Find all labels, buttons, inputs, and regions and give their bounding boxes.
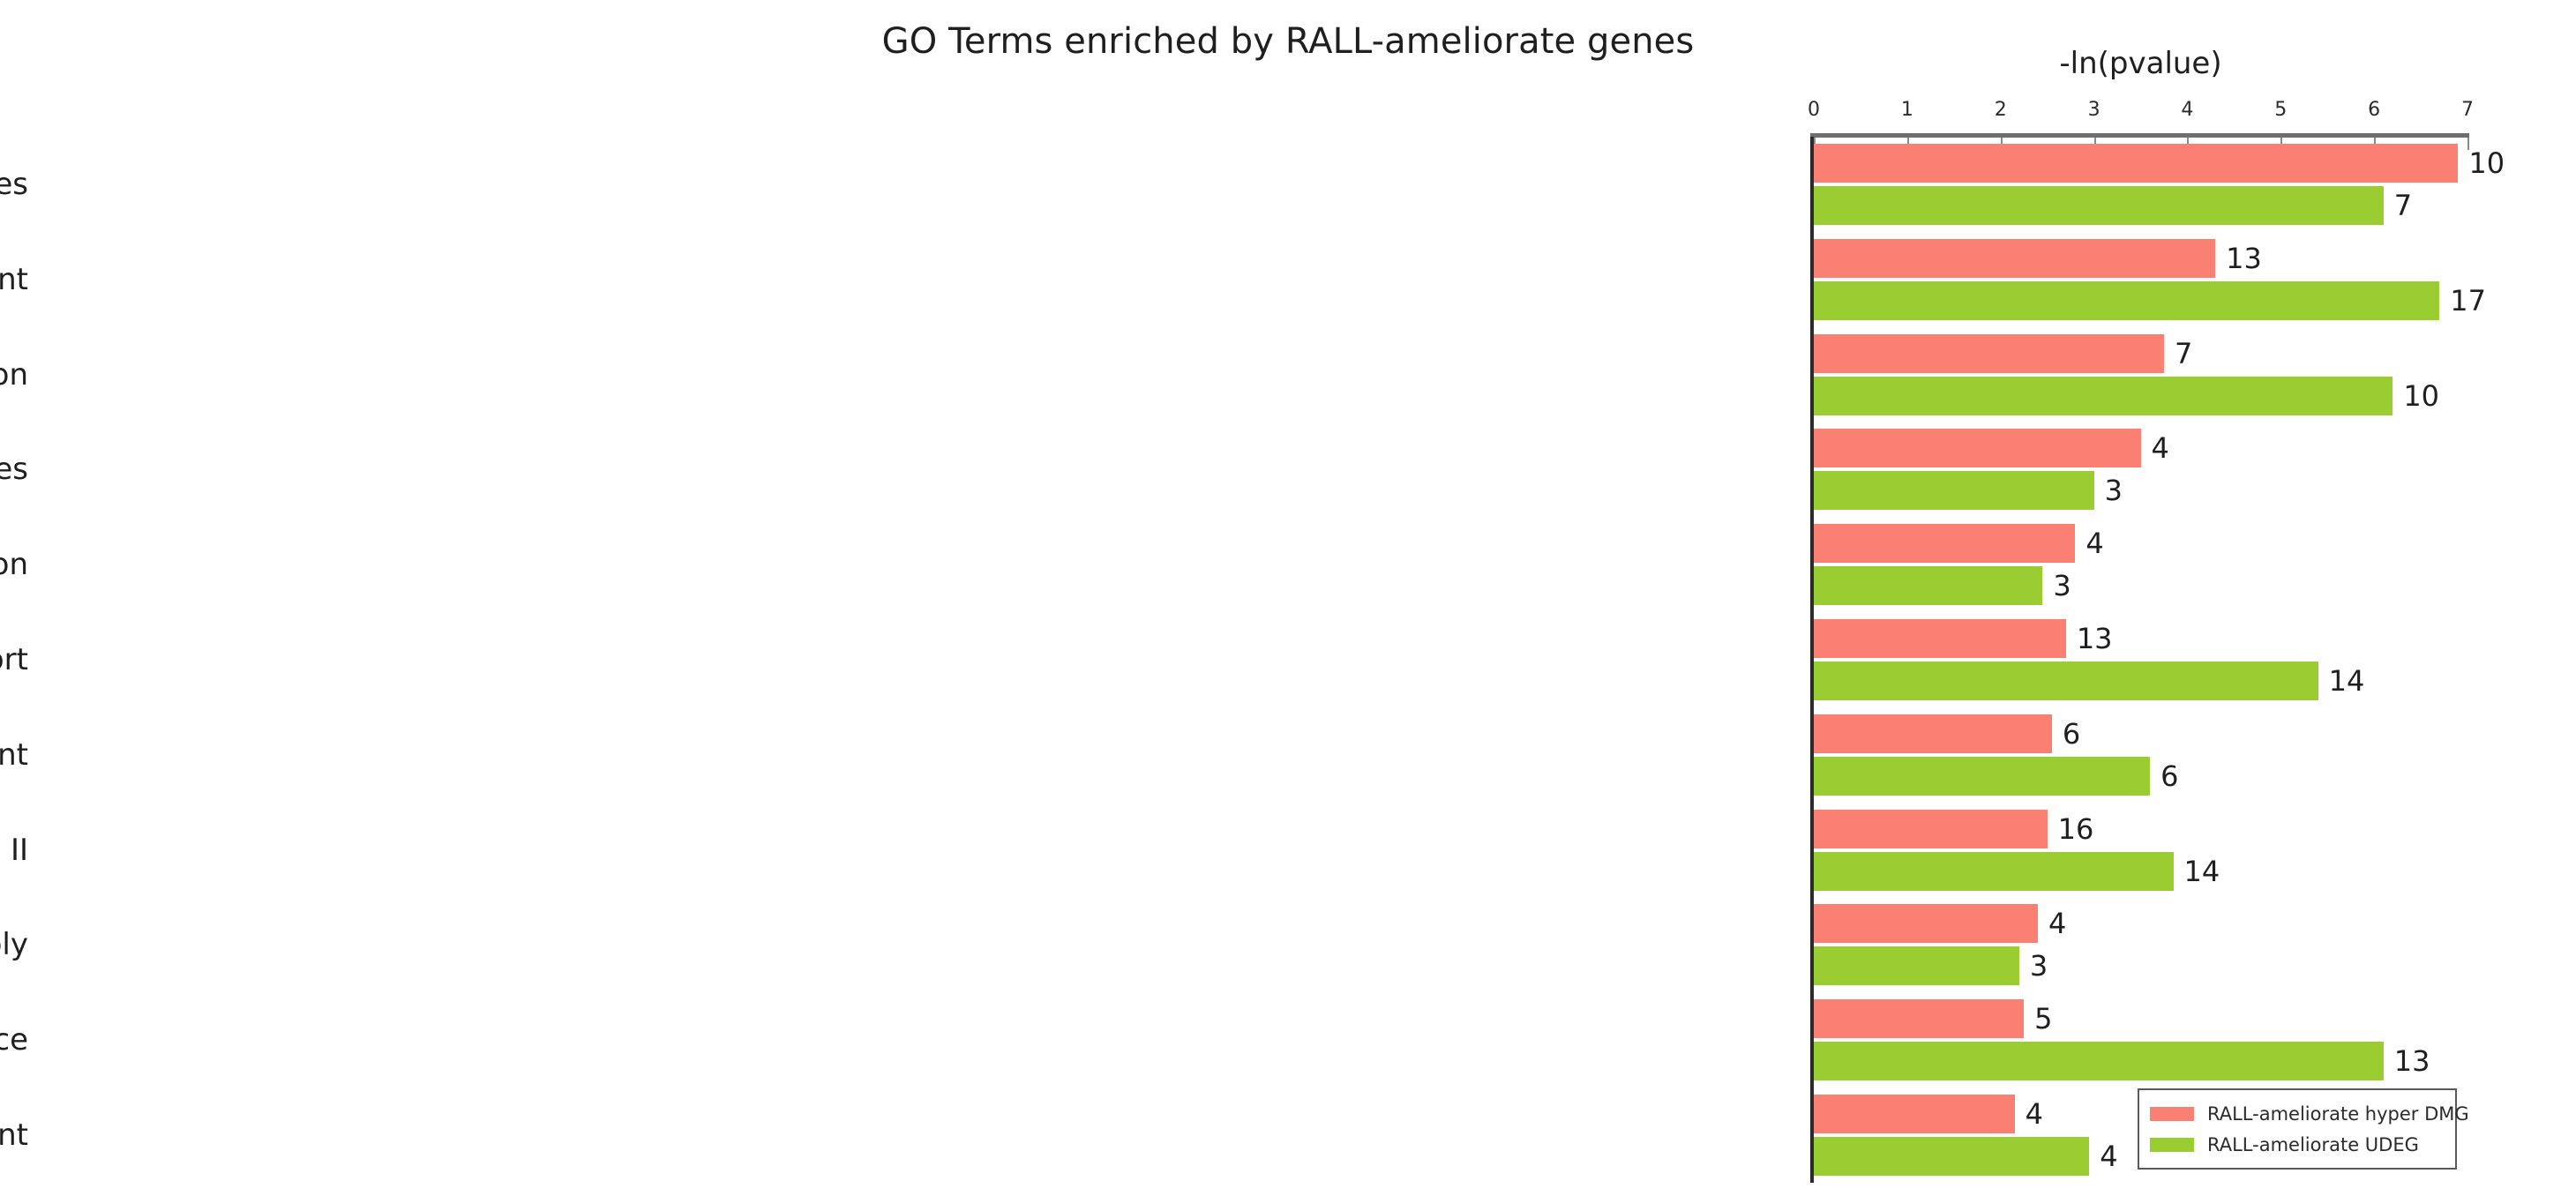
- bar-value-label: 13: [2393, 1044, 2430, 1079]
- y-axis-category-label: GO:0007417-central nervous system develo…: [0, 1118, 28, 1154]
- bar-hyper-dmg: [1814, 238, 2216, 278]
- bar-value-label: 4: [2025, 1097, 2043, 1132]
- bar-hyper-dmg: [1814, 429, 2141, 468]
- y-axis-category-label: GO:0007399-nervous system development: [0, 261, 28, 297]
- bar-value-label: 4: [2086, 527, 2104, 561]
- legend-swatch-udeg: [2150, 1137, 2194, 1152]
- legend-label-hyper-dmg: RALL-ameliorate hyper DMG: [2207, 1103, 2469, 1125]
- bar-value-label: 13: [2226, 241, 2262, 275]
- bar-value-label: 4: [2151, 431, 2169, 466]
- x-axis-spine: [1810, 133, 2469, 138]
- y-axis-category-label: GO:0001764-neuron migration: [0, 356, 28, 392]
- bar-hyper-dmg: [1814, 619, 2066, 658]
- bar-value-label: 17: [2450, 283, 2486, 318]
- x-tick-label: 6: [2368, 99, 2381, 121]
- bar-value-label: 3: [2053, 569, 2071, 603]
- bar-udeg: [1814, 471, 2094, 511]
- bar-value-label: 3: [2029, 949, 2048, 983]
- y-axis-category-label: GO:0007156-homophilic cell adhesion via …: [0, 166, 28, 202]
- bar-hyper-dmg: [1814, 333, 2164, 373]
- bar-udeg: [1814, 280, 2440, 320]
- y-axis-category-label: GO:0007411-axon guidance: [0, 1022, 28, 1058]
- y-axis-spine: [1810, 137, 1814, 1183]
- chart-legend: RALL-ameliorate hyper DMG RALL-ameliorat…: [2138, 1088, 2469, 1170]
- bar-value-label: 16: [2057, 811, 2094, 846]
- y-axis-category-label: GO:0000122-negative regulation of transc…: [0, 832, 28, 868]
- bar-value-label: 10: [2468, 146, 2505, 180]
- bar-value-label: 10: [2403, 378, 2440, 413]
- x-tick-label: 3: [2087, 99, 2100, 121]
- y-axis-category-label: GO:0007420-brain development: [0, 736, 28, 773]
- legend-label-udeg: RALL-ameliorate UDEG: [2207, 1133, 2419, 1155]
- x-axis-label: -ln(pvalue): [2059, 46, 2222, 81]
- bar-value-label: 4: [2048, 907, 2067, 941]
- bar-udeg: [1814, 185, 2384, 225]
- bar-value-label: 7: [2393, 188, 2413, 222]
- legend-swatch-hyper-dmg: [2150, 1106, 2194, 1121]
- x-tick-label: 5: [2274, 99, 2288, 121]
- bar-hyper-dmg: [1814, 904, 2039, 944]
- bar-udeg: [1814, 756, 2151, 796]
- bar-udeg: [1814, 946, 2019, 986]
- bar-hyper-dmg: [1814, 714, 2052, 753]
- bar-udeg: [1814, 851, 2174, 891]
- bar-udeg: [1814, 376, 2393, 415]
- bar-value-label: 4: [2100, 1140, 2118, 1174]
- bar-value-label: 6: [2062, 716, 2081, 751]
- y-axis-category-label: GO:0006811-ion transport: [0, 642, 28, 677]
- legend-item-udeg: RALL-ameliorate UDEG: [2150, 1129, 2445, 1160]
- bar-value-label: 13: [2076, 622, 2113, 655]
- x-tick-label: 1: [1900, 99, 1913, 121]
- bar-udeg: [1814, 1137, 2090, 1177]
- bar-udeg: [1814, 662, 2318, 700]
- bar-hyper-dmg: [1814, 143, 2459, 183]
- y-axis-category-label: GO:0016339-calcium-dependent cell-cell a…: [0, 452, 28, 488]
- y-axis-category-label: GO:0032922-circadian regulation of gene …: [0, 547, 28, 583]
- x-tick-label: 0: [1808, 99, 1820, 121]
- bar-hyper-dmg: [1814, 524, 2076, 564]
- x-tick-label: 2: [1994, 99, 2007, 121]
- bar-hyper-dmg: [1814, 809, 2048, 848]
- bar-value-label: 5: [2034, 1002, 2053, 1036]
- bar-value-label: 7: [2174, 336, 2193, 370]
- x-tick-mark: [2467, 138, 2469, 150]
- bar-udeg: [1814, 1042, 2384, 1081]
- bar-udeg: [1814, 566, 2043, 606]
- legend-item-hyper-dmg: RALL-ameliorate hyper DMG: [2150, 1098, 2469, 1129]
- bar-value-label: 14: [2328, 664, 2365, 698]
- bar-hyper-dmg: [1814, 999, 2025, 1039]
- x-tick-label: 7: [2461, 99, 2474, 121]
- x-tick-label: 4: [2181, 99, 2194, 121]
- chart-title: GO Terms enriched by RALL-ameliorate gen…: [881, 21, 1695, 62]
- bar-value-label: 3: [2104, 474, 2123, 508]
- bar-hyper-dmg: [1814, 1095, 2015, 1134]
- y-axis-category-label: GO:0051965-positive regulation of synaps…: [0, 927, 28, 963]
- bar-value-label: 14: [2183, 854, 2220, 888]
- bar-value-label: 6: [2160, 759, 2179, 793]
